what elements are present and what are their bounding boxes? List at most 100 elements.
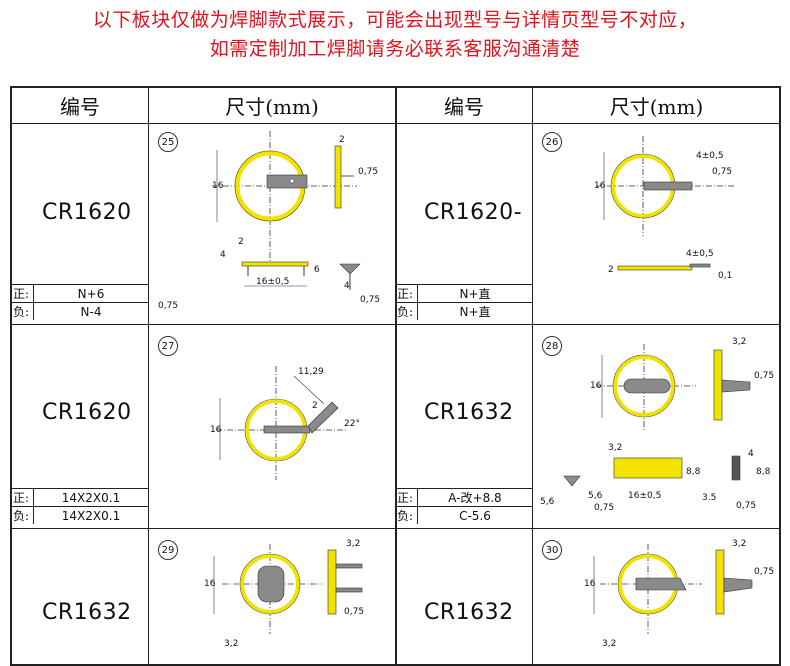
- drawing-26: 26 16 4±0,5 0,75 2 4±0,5 0,1: [536, 126, 780, 322]
- dim-label: 3,2: [346, 539, 360, 549]
- dim-label: 3,2: [732, 337, 746, 347]
- dim-label: 0,75: [754, 371, 774, 381]
- dim-label: 2: [238, 237, 244, 247]
- dim-label: 2: [312, 401, 318, 411]
- spec-positive: 正: A-改+8.8: [396, 488, 532, 506]
- technical-drawing: 16 3,2 0,75 3,2: [204, 539, 364, 649]
- model-code: CR1632: [424, 600, 514, 625]
- dim-label: 0,75: [158, 301, 178, 311]
- dim-label: 8,8: [686, 467, 701, 477]
- header-code-left: 编号: [12, 88, 148, 124]
- drawing-number: 26: [542, 132, 562, 152]
- dim-label: 16±0,5: [256, 277, 289, 287]
- model-code: CR1620-: [424, 200, 523, 225]
- spec-value: N+直: [459, 305, 491, 319]
- dim-label: 16: [594, 181, 606, 191]
- dim-label: 3,2: [608, 443, 622, 453]
- technical-drawing: 16 3,2 0,75 3,2: [584, 539, 774, 649]
- spec-value: 14X2X0.1: [61, 508, 121, 523]
- technical-drawing: 16 4±0,5 0,75 2 4±0,5 0,1: [594, 136, 736, 281]
- dim-label: 3,2: [732, 539, 746, 549]
- spec-negative: 负: C-5.6: [396, 506, 532, 524]
- dim-label: 22°: [344, 419, 360, 429]
- dim-label: 4: [344, 281, 350, 291]
- drawing-27: 27 16 11,29 2 22°: [152, 330, 392, 526]
- dim-label: 16: [204, 579, 216, 589]
- dim-label: 2: [339, 135, 345, 145]
- drawing-number: 29: [158, 540, 178, 560]
- spec-label: 负:: [12, 507, 34, 524]
- drawing-30: 30 16 3,2 0,75 3,2: [536, 534, 780, 650]
- divider: [532, 88, 533, 664]
- dim-label: 16: [584, 579, 596, 589]
- spec-positive: 正: 14X2X0.1: [12, 488, 148, 506]
- header-code-right: 编号: [396, 88, 532, 124]
- drawing-number: 30: [542, 540, 562, 560]
- spec-label: 正:: [396, 489, 418, 506]
- dim-label: 0,75: [754, 567, 774, 577]
- spec-positive: 正: N+直: [396, 284, 532, 302]
- spec-label: 负:: [396, 507, 418, 524]
- spec-value: N+6: [77, 286, 105, 301]
- dim-label: 4±0,5: [696, 151, 724, 161]
- divider: [395, 88, 397, 664]
- dim-label: 0,75: [736, 501, 756, 511]
- dim-label: 5,6: [588, 491, 603, 501]
- divider: [12, 528, 779, 529]
- spec-negative: 负: 14X2X0.1: [12, 506, 148, 524]
- dim-label: 0,75: [344, 607, 364, 617]
- spec-value: 14X2X0.1: [61, 490, 121, 505]
- dim-label: 4±0,5: [686, 249, 714, 259]
- technical-drawing: 16 2 0,75 4 2 6 16±0,5 4 0,75 0,75: [158, 131, 380, 311]
- divider: [12, 324, 779, 325]
- notice-line-1: 以下板块仅做为焊脚款式展示，可能会出现型号与详情页型号不对应，: [92, 9, 698, 31]
- drawing-number: 25: [158, 132, 178, 152]
- solder-tab-table: 编号 尺寸(mm) 编号 尺寸(mm) CR1620 正: N+6 负: N-4…: [10, 86, 781, 666]
- header-size-right: 尺寸(mm): [532, 88, 781, 124]
- dim-label: 11,29: [298, 367, 324, 377]
- dim-label: 16: [212, 181, 224, 191]
- dim-label: 4: [748, 449, 754, 459]
- technical-drawing: 16 3,2 0,75 3,2 8,8 5,6 5,6 16±0,5 0,75 …: [540, 337, 774, 513]
- dim-label: 16: [590, 381, 602, 391]
- model-code: CR1620: [42, 400, 132, 425]
- dim-label: 16: [210, 425, 222, 435]
- drawing-28: 28 16 3,2 0,75 3,2 8,8 5,6 5,6 16±0,5 0,…: [536, 330, 780, 526]
- spec-negative: 负: N+直: [396, 302, 532, 320]
- spec-label: 正:: [12, 489, 34, 506]
- dim-label: 5,6: [540, 497, 555, 507]
- dim-label: 0,75: [712, 167, 732, 177]
- dim-label: 3,2: [602, 639, 616, 649]
- notice-line-2: 如需定制加工焊脚请务必联系客服沟通清楚: [209, 38, 581, 60]
- spec-value: A-改+8.8: [448, 491, 502, 505]
- dim-label: 0,75: [358, 167, 378, 177]
- spec-label: 正:: [396, 285, 418, 302]
- technical-drawing: 16 11,29 2 22°: [210, 366, 360, 480]
- dim-label: 4: [220, 250, 226, 260]
- dim-label: 8,8: [756, 467, 771, 477]
- dim-label: 2: [608, 265, 614, 275]
- dim-label: 6: [314, 265, 320, 275]
- spec-label: 负:: [396, 303, 418, 320]
- header-size-left: 尺寸(mm): [148, 88, 396, 124]
- dim-label: 3,2: [224, 639, 238, 649]
- drawing-25: 25 16 2 0,75 4 2 6 16±0,5 4 0,75: [152, 126, 392, 322]
- drawing-number: 28: [542, 336, 562, 356]
- model-code: CR1632: [42, 600, 132, 625]
- divider: [148, 88, 149, 664]
- drawing-number: 27: [158, 336, 178, 356]
- spec-value: C-5.6: [459, 508, 491, 523]
- dim-label: 0,75: [360, 295, 380, 305]
- spec-label: 正:: [12, 285, 34, 302]
- spec-value: N-4: [80, 304, 102, 319]
- spec-positive: 正: N+6: [12, 284, 148, 302]
- dim-label: 0,1: [718, 271, 732, 281]
- spec-negative: 负: N-4: [12, 302, 148, 320]
- dim-label: 3.5: [702, 493, 716, 503]
- drawing-29: 29 16 3,2 0,75 3,2: [152, 534, 392, 650]
- model-code: CR1620: [42, 200, 132, 225]
- model-code: CR1632: [424, 400, 514, 425]
- notice-banner: 以下板块仅做为焊脚款式展示，可能会出现型号与详情页型号不对应， 如需定制加工焊脚…: [0, 6, 790, 64]
- spec-value: N+直: [459, 287, 491, 301]
- dim-label: 0,75: [594, 503, 614, 513]
